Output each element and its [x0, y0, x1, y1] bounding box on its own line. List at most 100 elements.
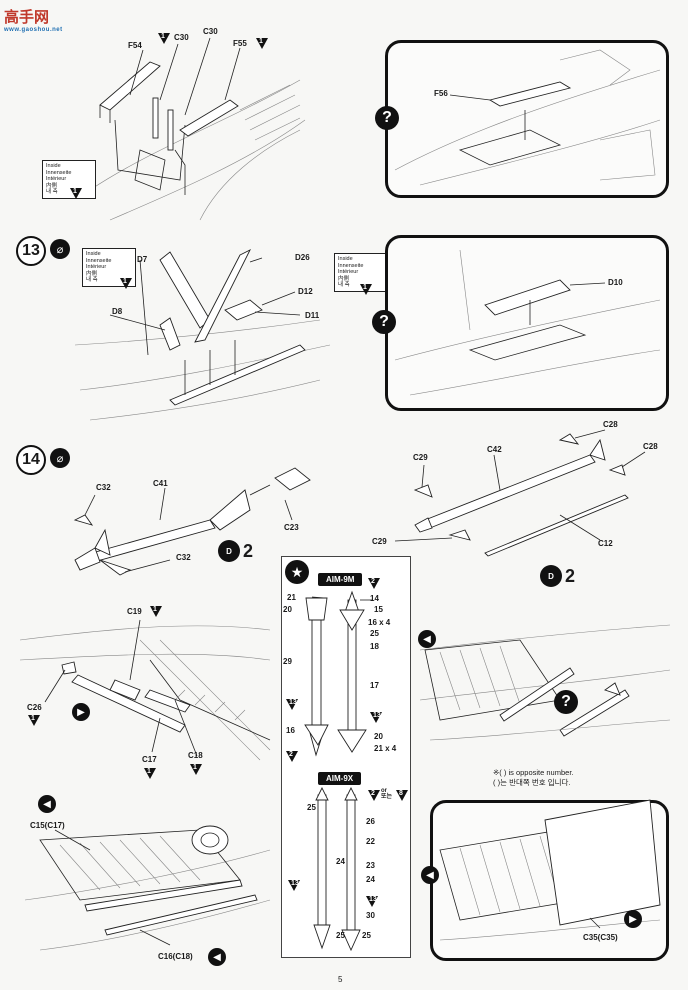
step-count-marker: 1	[150, 606, 162, 617]
step-count-marker: 1	[256, 38, 268, 49]
view-icon: D	[540, 565, 562, 587]
view-direction-icon: ◀	[208, 948, 226, 966]
step-count-marker: 1	[158, 33, 170, 44]
missile-options-panel	[281, 556, 411, 958]
aim9x-label: 22	[366, 837, 375, 846]
view-direction-icon: ▶	[624, 910, 642, 928]
step-count-marker: 1	[360, 284, 372, 295]
aim9m-label: 17	[370, 681, 379, 690]
label-c30-a: C30	[174, 33, 189, 42]
step-count-marker: 13	[288, 880, 300, 891]
label-d7: D7	[137, 255, 148, 264]
step-count-marker: 13	[370, 712, 382, 723]
step-count-marker: 8	[396, 790, 408, 801]
aim9m-label: 29	[283, 657, 292, 666]
aim9m-label: 20	[283, 605, 292, 614]
view-direction-icon: ▶	[72, 703, 90, 721]
aim9x-label: 24	[336, 857, 345, 866]
step-count-marker: 13	[366, 896, 378, 907]
label-d11: D11	[305, 311, 320, 320]
glue-icon: ⌀	[50, 448, 70, 468]
watermark-text: 高手网	[4, 9, 50, 26]
view-direction-icon: ◀	[38, 795, 56, 813]
step-count-marker: 1	[120, 278, 132, 289]
label-d10: D10	[608, 278, 623, 287]
aim9m-label: 16 x 4	[368, 618, 391, 627]
label-c15-c17: C15(C17)	[30, 821, 65, 830]
label-c30-b: C30	[203, 27, 218, 36]
step-number-14: 14	[16, 445, 46, 475]
step-count-marker: 2	[368, 790, 380, 801]
aim9x-label: 25	[307, 803, 316, 812]
detail-frame-f56	[385, 40, 669, 198]
aim9x-label: 24	[366, 875, 375, 884]
aim9x-title: AIM-9X	[318, 772, 362, 785]
aim9m-label: 16	[286, 726, 295, 735]
step-count-marker: 13	[286, 699, 298, 710]
aim9m-label: 20	[374, 732, 383, 741]
label-c17: C17	[142, 755, 157, 764]
view-icon: D	[218, 540, 240, 562]
detail-frame-d10	[385, 235, 669, 411]
label-d26: D26	[295, 253, 310, 262]
label-c42: C42	[487, 445, 502, 454]
watermark-logo: 高手网 www.gaoshou.net	[4, 6, 63, 33]
label-d8: D8	[112, 307, 123, 316]
label-f55: F55	[233, 39, 247, 48]
step-count-marker: 1	[190, 764, 202, 775]
view-direction-icon: ◀	[418, 630, 436, 648]
step-count-marker: 2	[368, 578, 380, 589]
glue-icon: ⌀	[50, 239, 70, 259]
question-icon: ?	[554, 690, 578, 714]
label-c19: C19	[127, 607, 142, 616]
step-count-marker: 1	[28, 715, 40, 726]
label-c18: C18	[188, 751, 203, 760]
label-c41: C41	[153, 479, 168, 488]
question-icon: ?	[375, 106, 399, 130]
pair-count-tag: D 2	[540, 565, 575, 587]
step-count-marker: 1	[70, 188, 82, 199]
aim9m-label: 21 x 4	[374, 744, 397, 753]
pair-count-tag: D 2	[218, 540, 253, 562]
aim9m-label: 18	[370, 642, 379, 651]
question-icon: ?	[372, 310, 396, 334]
label-c28-a: C28	[603, 420, 618, 429]
watermark-url: www.gaoshou.net	[4, 27, 63, 33]
aim9x-label: 25	[336, 931, 345, 940]
view-direction-icon: ◀	[421, 866, 439, 884]
label-f54: F54	[128, 41, 142, 50]
label-c26: C26	[27, 703, 42, 712]
aim9x-label: 30	[366, 911, 375, 920]
label-f56: F56	[434, 89, 448, 98]
aim9m-label: 14	[370, 594, 379, 603]
label-c29-b: C29	[372, 537, 387, 546]
aim9m-title: AIM-9M	[318, 573, 363, 586]
aim9m-label: 21	[287, 593, 296, 602]
label-c28-b: C28	[643, 442, 658, 451]
aim9m-label: 25	[370, 629, 379, 638]
aim9x-label: 26	[366, 817, 375, 826]
page-number: 5	[338, 975, 343, 984]
label-c35: C35(C35)	[583, 933, 618, 942]
label-c23: C23	[284, 523, 299, 532]
aim9x-label: 23	[366, 861, 375, 870]
label-d12: D12	[298, 287, 313, 296]
aim9m-label: 15	[374, 605, 383, 614]
opposite-number-note: ※( ) is opposite number. ( )는 반대쪽 번호 입니다…	[493, 768, 574, 787]
label-c16-c18: C16(C18)	[158, 952, 193, 961]
label-c32-b: C32	[176, 553, 191, 562]
step-count-marker: 2	[286, 751, 298, 762]
aim9x-label: 25	[362, 931, 371, 940]
step-count-marker: 1	[144, 768, 156, 779]
